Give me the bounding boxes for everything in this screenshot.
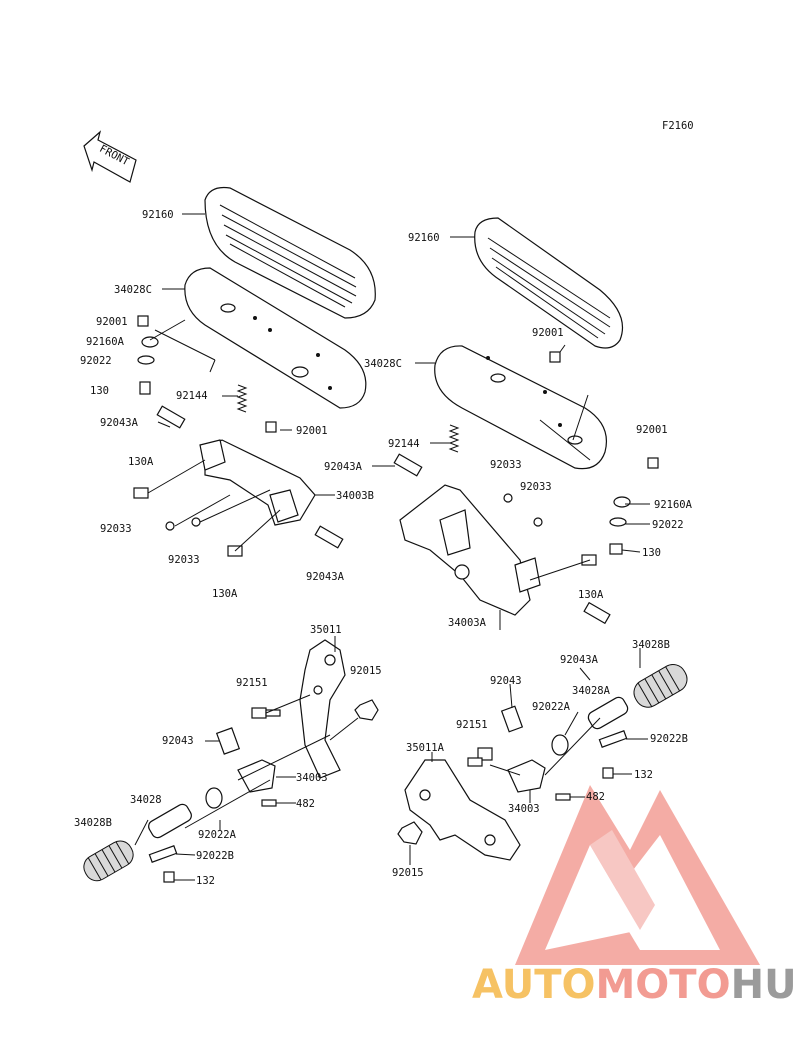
watermark-text: AUTOMOTOHUB — [472, 962, 800, 1008]
label-132-left: 132 — [196, 875, 215, 887]
label-92001-left-a: 92001 — [96, 316, 128, 328]
watermark-text-moto: MOTO — [596, 962, 731, 1008]
label-92022a-right: 92022A — [532, 701, 571, 713]
label-92151-right: 92151 — [456, 719, 488, 731]
label-92001-right-b: 92001 — [636, 424, 668, 436]
label-92043-right: 92043 — [490, 675, 522, 687]
label-92151-left: 92151 — [236, 677, 268, 689]
label-92022-left: 92022 — [80, 355, 112, 367]
label-130a-right: 130A — [578, 589, 604, 601]
label-34028b-left: 34028B — [74, 817, 112, 829]
right-floorboard-assembly — [372, 217, 659, 630]
watermark-text-hub: HUB — [731, 962, 800, 1008]
label-34003-left: 34003 — [296, 772, 328, 784]
label-130-left: 130 — [90, 385, 109, 397]
right-footpeg-assembly — [397, 648, 688, 865]
label-92015-left: 92015 — [350, 665, 382, 677]
label-130-right: 130 — [642, 547, 661, 559]
label-92043a-right-a: 92043A — [324, 461, 363, 473]
label-482-left: 482 — [296, 798, 315, 810]
label-92144-right: 92144 — [388, 438, 420, 450]
label-92160-right: 92160 — [408, 232, 440, 244]
label-35011: 35011 — [310, 624, 342, 636]
label-92022-right: 92022 — [652, 519, 684, 531]
label-34028a: 34028A — [572, 685, 611, 697]
label-130a-left-b: 130A — [212, 588, 238, 600]
label-92001-right-a: 92001 — [532, 327, 564, 339]
watermark-text-auto: AUTO — [472, 962, 596, 1008]
label-34003a: 34003A — [448, 617, 487, 629]
label-92144-left: 92144 — [176, 390, 208, 402]
left-footpeg-assembly — [83, 636, 379, 883]
label-92022a-left: 92022A — [198, 829, 237, 841]
label-34028: 34028 — [130, 794, 162, 806]
label-35011a: 35011A — [406, 742, 445, 754]
label-92022b-right: 92022B — [650, 733, 688, 745]
label-92022b-left: 92022B — [196, 850, 234, 862]
label-482-right: 482 — [586, 791, 605, 803]
label-34003-right: 34003 — [508, 803, 540, 815]
label-34028c-right: 34028C — [364, 358, 402, 370]
watermark-logo-triangle — [515, 785, 760, 965]
figure-code: F2160 — [662, 120, 694, 132]
label-92033-right-a: 92033 — [490, 459, 522, 471]
label-92160a-right: 92160A — [654, 499, 693, 511]
label-92015-right: 92015 — [392, 867, 424, 879]
label-92160-left: 92160 — [142, 209, 174, 221]
label-130a-left-a: 130A — [128, 456, 154, 468]
label-92043-left: 92043 — [162, 735, 194, 747]
label-34028b-right: 34028B — [632, 639, 670, 651]
label-92033-left-a: 92033 — [100, 523, 132, 535]
label-92043a-right-b: 92043A — [560, 654, 599, 666]
label-34003b: 34003B — [336, 490, 374, 502]
left-floorboard-assembly — [133, 186, 376, 557]
label-132-right: 132 — [634, 769, 653, 781]
label-34028c-left: 34028C — [114, 284, 152, 296]
front-arrow-icon: FRONT — [83, 130, 137, 183]
label-92160a-left: 92160A — [86, 336, 125, 348]
label-92033-right-b: 92033 — [520, 481, 552, 493]
label-92043a-left-a: 92043A — [100, 417, 139, 429]
label-92001-left-b: 92001 — [296, 425, 328, 437]
label-92043a-left-b: 92043A — [306, 571, 345, 583]
label-92033-left-b: 92033 — [168, 554, 200, 566]
